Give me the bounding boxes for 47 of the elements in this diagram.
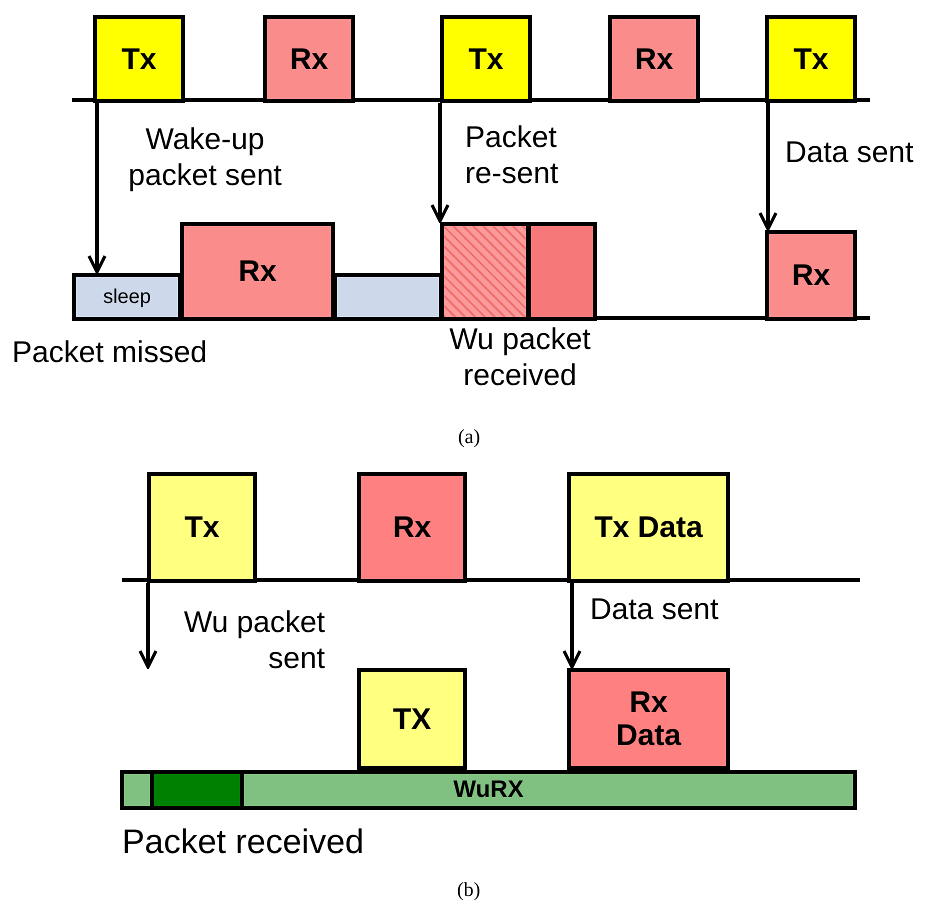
time-slot — [765, 15, 857, 103]
edge-label: Wake-up packet sent — [127, 122, 283, 194]
time-slot — [567, 668, 730, 770]
time-slot — [357, 668, 467, 770]
edge-label: Wu packet sent — [182, 605, 325, 677]
time-slot — [765, 230, 857, 321]
time-slot — [440, 222, 530, 321]
slot-label: Tx — [793, 42, 828, 76]
annotation-text: Packet missed — [12, 335, 208, 371]
arrow — [87, 103, 107, 274]
packet-bar — [150, 774, 244, 806]
annotation-text: Wu packet received — [448, 322, 592, 394]
arrow — [562, 583, 582, 669]
slot-label: Rx — [792, 259, 830, 292]
slot-label: Rx — [290, 42, 328, 76]
slot-label: TX — [392, 702, 432, 736]
time-slot — [440, 15, 532, 103]
time-slot — [567, 472, 730, 583]
time-slot — [263, 15, 355, 103]
annotation-text: Packet received — [122, 822, 364, 863]
slot-label: Tx — [184, 511, 220, 544]
slot-label: Tx Data — [594, 511, 703, 544]
time-slot — [120, 770, 857, 810]
slot-label: Rx — [634, 42, 674, 76]
arrow — [758, 103, 778, 231]
arrow — [138, 583, 158, 669]
edge-label: Packet re-sent — [465, 120, 560, 192]
slot-label: Tx — [121, 42, 156, 76]
slot-label: Tx — [468, 42, 504, 76]
time-slot — [333, 273, 443, 321]
slot-label: Rx — [392, 511, 432, 544]
time-slot — [72, 273, 182, 321]
time-slot — [147, 472, 257, 583]
time-slot — [357, 472, 467, 583]
figure-caption: (a) — [458, 425, 480, 449]
edge-label: Data sent — [590, 592, 720, 628]
slot-label: Rx — [238, 255, 277, 288]
slot-label: Rx Data — [614, 686, 682, 752]
time-slot — [608, 15, 700, 103]
time-slot — [180, 222, 335, 321]
arrow — [430, 103, 450, 223]
time-slot — [527, 222, 597, 321]
edge-label: Data sent — [785, 135, 914, 171]
figure-caption: (b) — [457, 878, 480, 902]
slot-label: WuRX — [453, 776, 524, 804]
time-slot — [93, 15, 185, 103]
slot-label: sleep — [103, 286, 151, 308]
